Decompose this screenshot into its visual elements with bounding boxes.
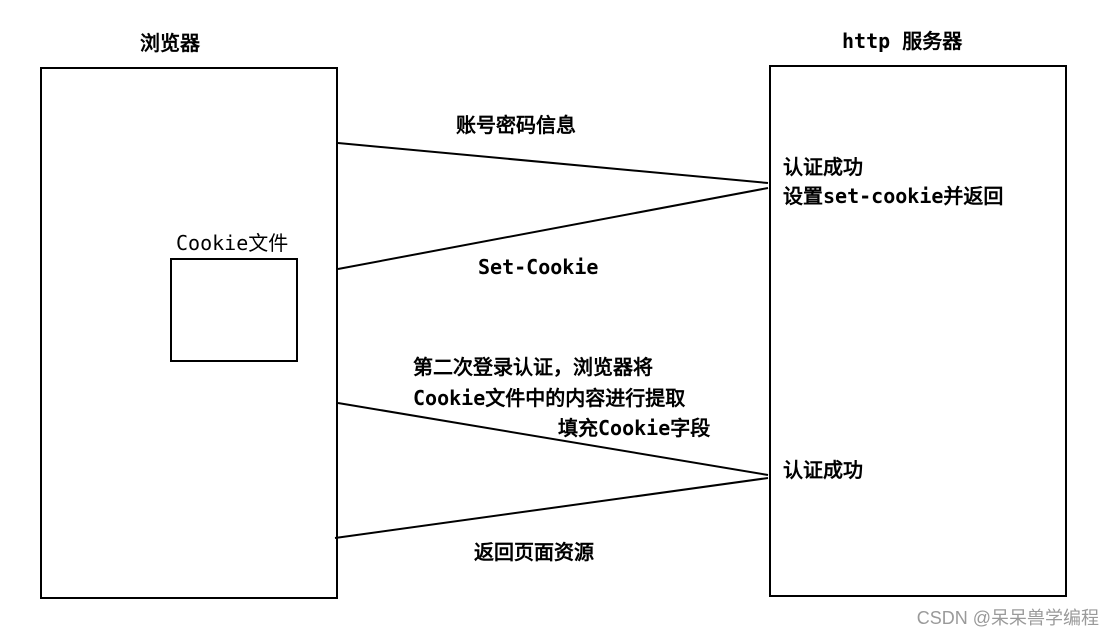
browser-title: 浏览器	[140, 31, 200, 55]
server-box	[769, 65, 1067, 597]
browser-box	[40, 67, 338, 599]
line-credentials-request	[337, 142, 769, 184]
server-title: http 服务器	[842, 29, 963, 53]
second-auth-line-1: 第二次登录认证，浏览器将	[413, 355, 653, 379]
set-cookie-message: Set-Cookie	[478, 255, 599, 279]
second-auth-line-2: Cookie文件中的内容进行提取	[413, 386, 686, 410]
line-set-cookie-response	[337, 187, 769, 270]
line-resources-response	[334, 477, 769, 539]
server-set-cookie-return: 设置set-cookie并返回	[783, 184, 1004, 208]
line-cookie-request	[337, 402, 769, 476]
second-auth-line-3: 填充Cookie字段	[558, 416, 711, 440]
cookie-file-label: Cookie文件	[176, 231, 289, 255]
cookie-file-box	[170, 258, 298, 362]
server-auth-success-2: 认证成功	[783, 458, 863, 482]
csdn-watermark: CSDN @呆呆兽学编程	[916, 608, 1099, 628]
server-auth-success-1: 认证成功	[783, 155, 863, 179]
return-resources-message: 返回页面资源	[474, 540, 594, 564]
credentials-message: 账号密码信息	[456, 113, 576, 137]
